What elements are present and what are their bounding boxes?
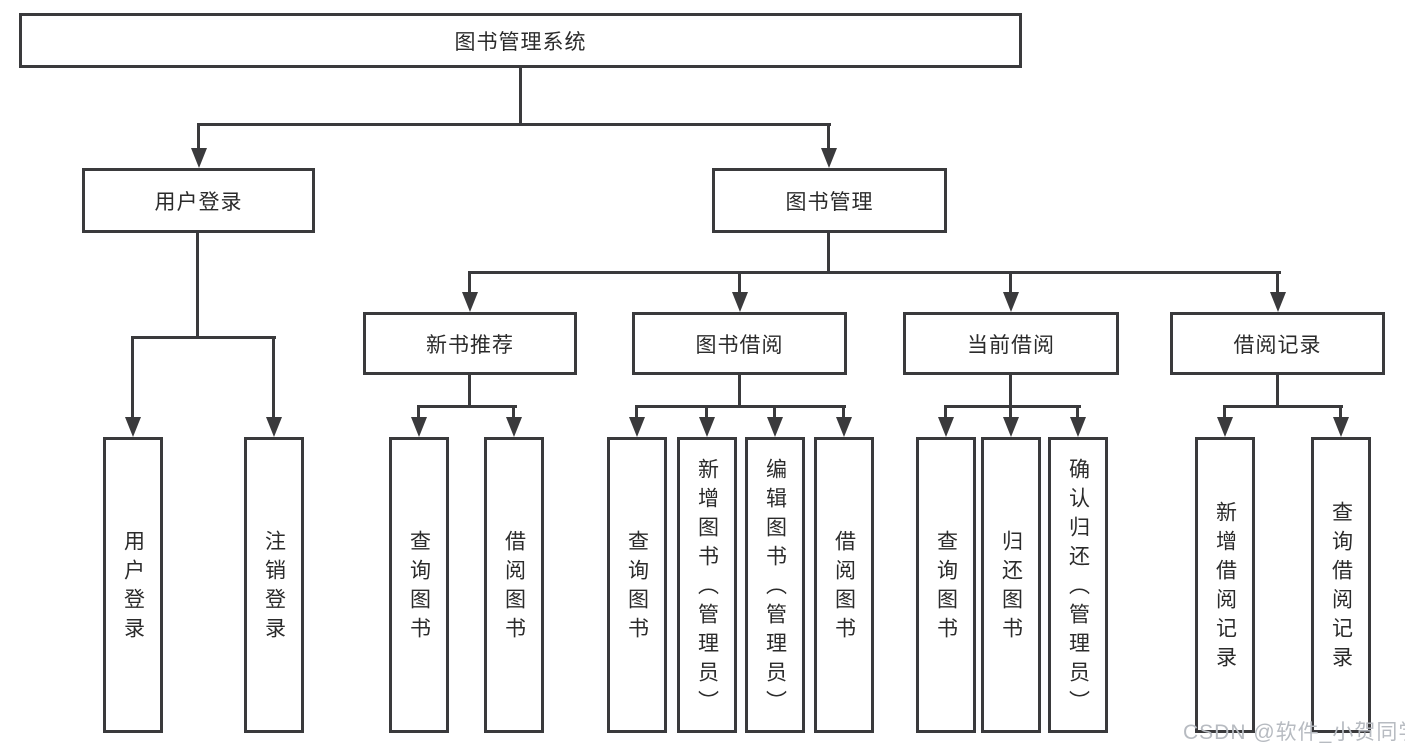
leaf-edit-books-admin: 编辑图书（管理员） (745, 437, 805, 733)
connector-line (196, 233, 199, 339)
connector-line (1223, 405, 1343, 408)
node-new-book-recommendation: 新书推荐 (363, 312, 577, 375)
connector-line (705, 405, 708, 419)
leaf-user-login: 用户登录 (103, 437, 163, 733)
connector-line (468, 271, 1281, 274)
connector-line (1009, 405, 1012, 419)
connector-line (468, 271, 471, 294)
arrowhead-down-icon (1270, 292, 1286, 312)
connector-line (512, 405, 515, 419)
node-borrowing-records: 借阅记录 (1170, 312, 1385, 375)
arrowhead-down-icon (699, 417, 715, 437)
arrowhead-down-icon (411, 417, 427, 437)
arrowhead-down-icon (821, 148, 837, 168)
connector-line (827, 233, 830, 274)
connector-line (635, 405, 638, 419)
connector-line (842, 405, 845, 419)
arrowhead-down-icon (191, 148, 207, 168)
arrowhead-down-icon (938, 417, 954, 437)
connector-line (738, 271, 741, 294)
connector-line (1276, 375, 1279, 408)
connector-line (635, 405, 846, 408)
leaf-query-books-current: 查询图书 (916, 437, 976, 733)
connector-line (417, 405, 517, 408)
arrowhead-down-icon (462, 292, 478, 312)
connector-line (944, 405, 947, 419)
leaf-add-borrow-record: 新增借阅记录 (1195, 437, 1255, 733)
leaf-add-books-admin: 新增图书（管理员） (677, 437, 737, 733)
arrowhead-down-icon (1003, 292, 1019, 312)
arrowhead-down-icon (1003, 417, 1019, 437)
connector-line (417, 405, 420, 419)
connector-line (1223, 405, 1226, 419)
node-book-management: 图书管理 (712, 168, 947, 233)
node-book-management-system: 图书管理系统 (19, 13, 1022, 68)
connector-line (1339, 405, 1342, 419)
connector-line (131, 336, 276, 339)
arrowhead-down-icon (732, 292, 748, 312)
arrowhead-down-icon (767, 417, 783, 437)
arrowhead-down-icon (125, 417, 141, 437)
leaf-query-borrow-record: 查询借阅记录 (1311, 437, 1371, 733)
arrowhead-down-icon (629, 417, 645, 437)
leaf-logout: 注销登录 (244, 437, 304, 733)
connector-line (827, 123, 830, 150)
connector-line (131, 336, 134, 419)
connector-line (1009, 375, 1012, 408)
leaf-query-books-recommend: 查询图书 (389, 437, 449, 733)
leaf-borrow-books: 借阅图书 (814, 437, 874, 733)
connector-line (468, 375, 471, 408)
leaf-borrow-books-recommend: 借阅图书 (484, 437, 544, 733)
leaf-return-books: 归还图书 (981, 437, 1041, 733)
connector-line (198, 123, 831, 126)
connector-line (272, 336, 275, 419)
arrowhead-down-icon (506, 417, 522, 437)
connector-line (773, 405, 776, 419)
connector-line (944, 405, 1081, 408)
arrowhead-down-icon (266, 417, 282, 437)
arrowhead-down-icon (836, 417, 852, 437)
connector-line (1276, 271, 1279, 294)
leaf-query-books-borrowing: 查询图书 (607, 437, 667, 733)
arrowhead-down-icon (1333, 417, 1349, 437)
connector-line (1009, 271, 1012, 294)
leaf-confirm-return-admin: 确认归还（管理员） (1048, 437, 1108, 733)
node-current-borrowing: 当前借阅 (903, 312, 1119, 375)
connector-line (738, 375, 741, 408)
node-user-login: 用户登录 (82, 168, 315, 233)
node-book-borrowing: 图书借阅 (632, 312, 847, 375)
arrowhead-down-icon (1070, 417, 1086, 437)
arrowhead-down-icon (1217, 417, 1233, 437)
csdn-watermark: CSDN @软件_小贺同学 (1183, 721, 1405, 744)
connector-line (197, 123, 200, 150)
connector-line (519, 68, 522, 126)
connector-line (1076, 405, 1079, 419)
